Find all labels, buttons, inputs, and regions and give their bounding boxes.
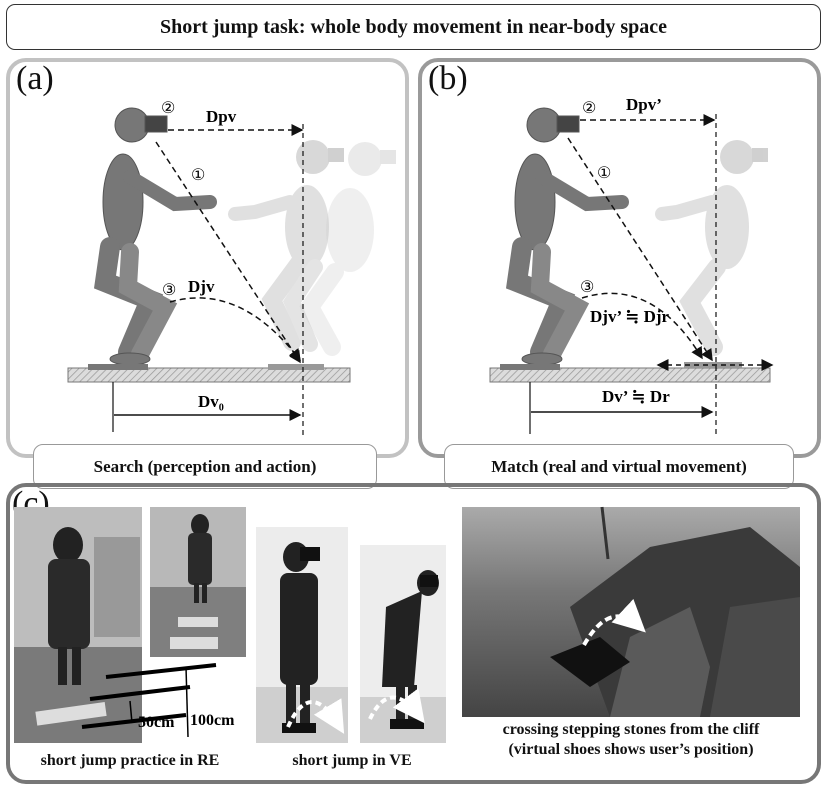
measure-100-label: 100cm <box>190 712 235 729</box>
marker-3: ③ <box>162 282 176 299</box>
faded-figure-2 <box>299 142 396 356</box>
marker-1: ① <box>191 167 205 184</box>
marker-2: ② <box>161 100 175 117</box>
marker-2: ② <box>582 100 596 117</box>
panel-c: (c) <box>6 483 821 784</box>
distance-jump-label: Djv’ ≒ Djr <box>590 307 670 326</box>
marker-1: ① <box>597 165 611 182</box>
panel-c-photos: 50cm 100cm <box>14 506 800 743</box>
distance-bottom-label: Dv’ ≒ Dr <box>602 387 670 406</box>
photo-ve-1 <box>256 527 348 743</box>
photo-ve-2 <box>360 545 446 743</box>
panel-a-caption: Search (perception and action) <box>33 444 377 489</box>
panel-a-label: (a) <box>16 60 54 97</box>
measure-lines <box>81 663 217 729</box>
mannequin-figure <box>505 107 629 366</box>
faded-figure-1 <box>228 140 344 352</box>
caption-ve: short jump in VE <box>292 752 412 769</box>
figure-title: Short jump task: whole body movement in … <box>6 4 821 50</box>
photo-re-2 <box>150 507 246 657</box>
caption-cliff: crossing stepping stones from the cliff … <box>456 720 806 760</box>
distance-top-label: Dpv’ <box>626 95 662 114</box>
panel-b-diagram: ② ① ③ Dpv’ Djv’ ≒ Djr Dv’ ≒ Dr <box>489 95 774 438</box>
marker-3: ③ <box>580 279 594 296</box>
photo-cliff <box>462 506 800 717</box>
panel-a: (a) <box>6 58 409 458</box>
caption-cliff-line-2: (virtual shoes shows user’s position) <box>508 741 754 758</box>
panel-b-caption: Match (real and virtual movement) <box>444 444 794 489</box>
faded-figure <box>655 140 768 356</box>
panel-b: (b) <box>418 58 821 458</box>
distance-jump-label: Djv <box>188 277 215 296</box>
mannequin-figure <box>93 107 217 366</box>
photo-re-1 <box>14 507 142 743</box>
measure-50-label: 50cm <box>138 714 175 731</box>
panel-a-diagram: ② ① ③ Dpv Djv Dv₀ <box>67 100 396 438</box>
distance-top-label: Dpv <box>206 107 237 126</box>
panel-b-label: (b) <box>428 60 468 97</box>
caption-cliff-line-1: crossing stepping stones from the cliff <box>502 721 760 738</box>
caption-re: short jump practice in RE <box>40 752 220 769</box>
distance-bottom-label: Dv₀ <box>198 392 224 411</box>
